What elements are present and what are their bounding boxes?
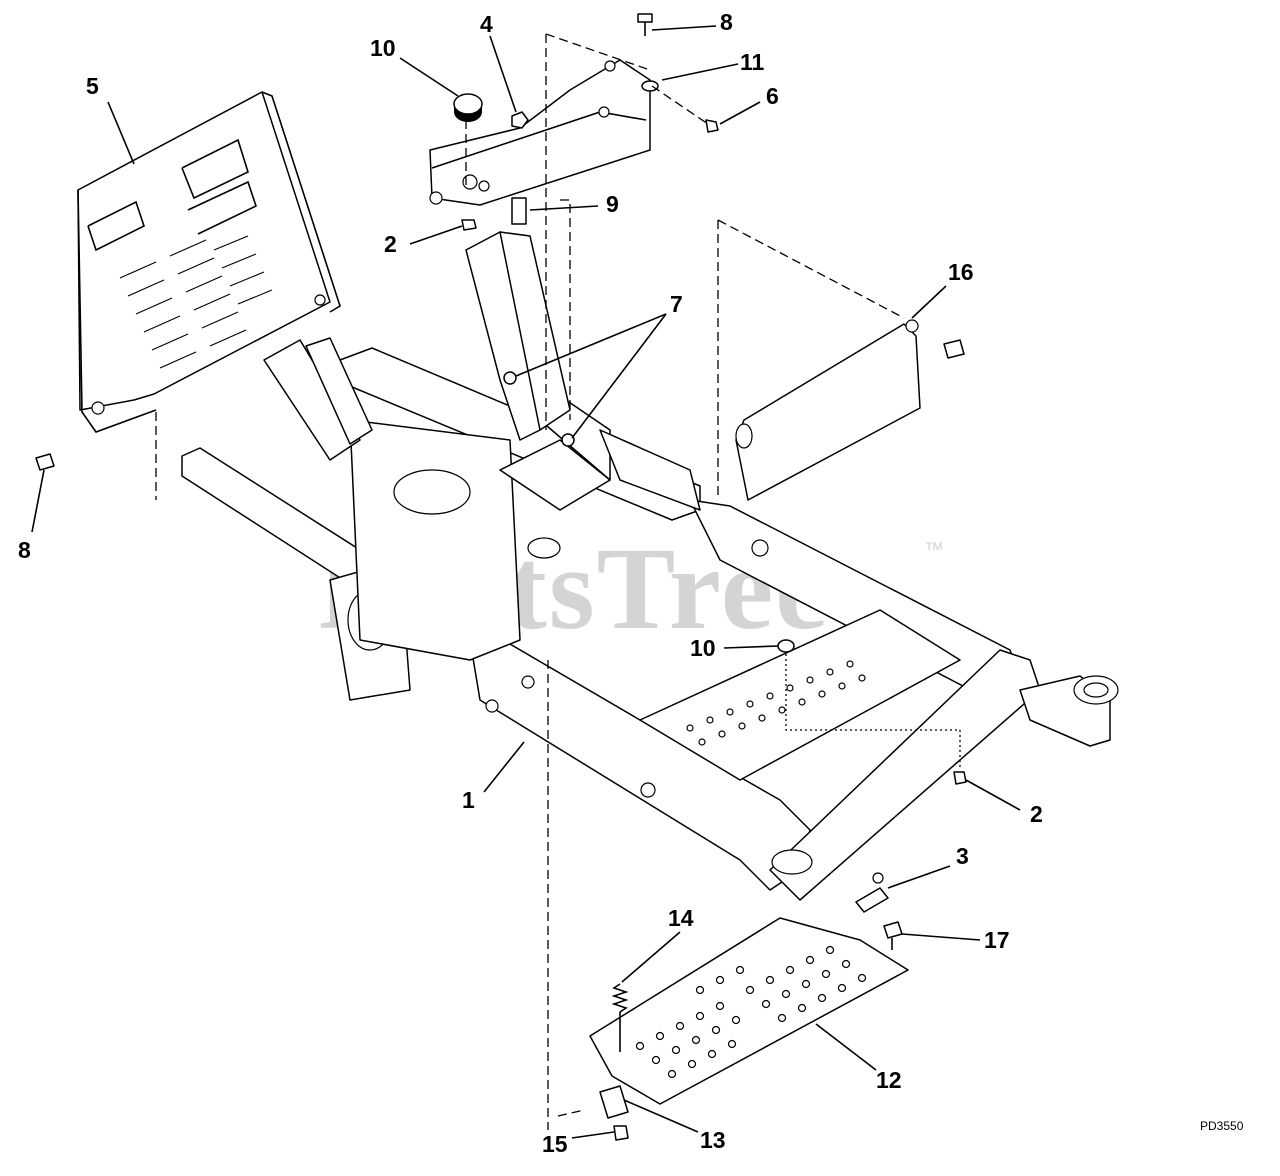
callout-1: 1 — [462, 787, 475, 813]
callout-12: 12 — [876, 1067, 902, 1093]
hardware-fasteners — [35, 13, 967, 1141]
callout-13: 13 — [700, 1127, 726, 1153]
callout-17: 17 — [984, 927, 1010, 953]
part-1-main-frame — [181, 231, 1119, 901]
callout-5: 5 — [86, 73, 99, 99]
leader-lines — [31, 25, 1021, 1139]
seat-mount-bracket — [429, 59, 651, 206]
callout-10-middle: 10 — [690, 635, 716, 661]
callout-3: 3 — [956, 843, 969, 869]
callout-9: 9 — [606, 191, 619, 217]
part-16-side-plate — [735, 319, 965, 501]
callout-4: 4 — [480, 11, 493, 37]
callout-2-top: 2 — [384, 231, 397, 257]
callout-8-top: 8 — [720, 9, 733, 35]
callout-14: 14 — [668, 905, 694, 931]
callout-10-top: 10 — [370, 35, 396, 61]
callout-7: 7 — [670, 291, 683, 317]
callout-6: 6 — [766, 83, 779, 109]
callout-15: 15 — [542, 1131, 568, 1157]
watermark-trademark: ™ — [924, 539, 944, 561]
drawing-code: PD3550 — [1200, 1119, 1244, 1133]
callout-8-left: 8 — [18, 537, 31, 563]
part-5-seat-panel — [77, 91, 341, 433]
callout-11: 11 — [740, 49, 765, 75]
callout-labels: 5 10 4 8 11 6 9 2 7 16 8 10 1 2 3 17 14 … — [18, 9, 1043, 1157]
callout-16: 16 — [948, 259, 974, 285]
assembly-lines — [155, 33, 961, 1130]
part-12-floor-pan — [589, 917, 909, 1105]
callout-2-right: 2 — [1030, 801, 1043, 827]
